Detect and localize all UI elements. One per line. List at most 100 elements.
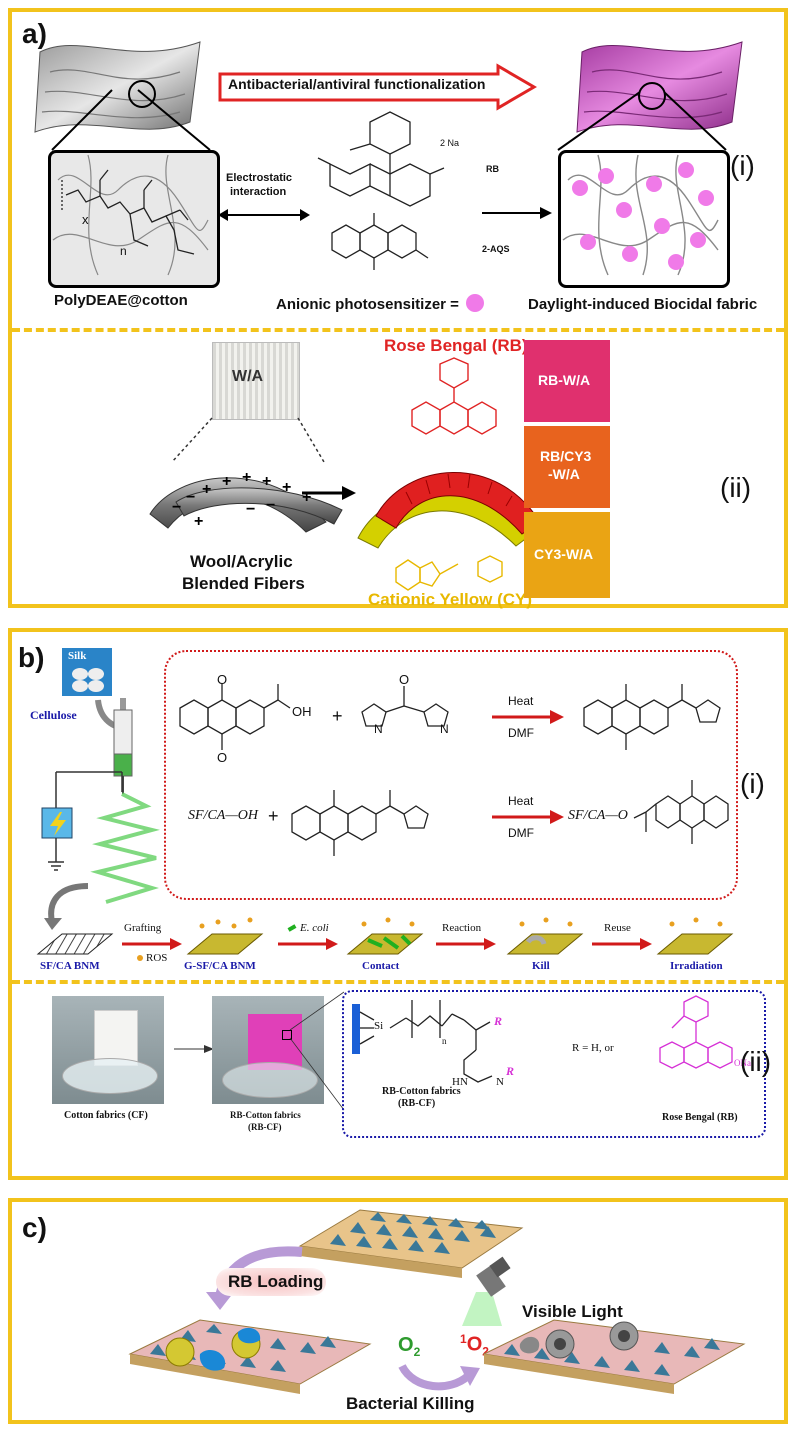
cf-caption: Cotton fabrics (CF) bbox=[64, 1110, 148, 1121]
wa-fabric-swatch bbox=[212, 342, 300, 420]
sfca-oh-label: SF/CA—OH bbox=[188, 808, 258, 823]
stage-contact: Contact bbox=[362, 960, 400, 972]
n-label: n bbox=[120, 244, 127, 258]
reaction-scheme-box bbox=[164, 650, 738, 900]
visible-light-label: Visible Light bbox=[522, 1302, 623, 1321]
biocidal-zoom-box bbox=[558, 150, 730, 288]
dmf-label-2: DMF bbox=[508, 826, 534, 840]
panel-a-label: a) bbox=[22, 18, 47, 49]
biocidal-fabric-caption: Daylight-induced Biocidal fabric bbox=[528, 296, 758, 313]
rbcf-caption-2: (RB-CF) bbox=[248, 1122, 282, 1132]
n-subscript: n bbox=[442, 1036, 447, 1046]
rb-loading-label: RB Loading bbox=[228, 1272, 324, 1291]
rbcf-structure-box bbox=[342, 990, 766, 1138]
x-label: x bbox=[82, 212, 89, 227]
aq-carboxylic-acid bbox=[179, 684, 291, 750]
rbcf-zoom-square bbox=[282, 1030, 292, 1040]
panel-b-label: b) bbox=[18, 642, 45, 673]
swatch-rb-wa bbox=[524, 340, 610, 422]
r-definition: R = H, or bbox=[572, 1042, 614, 1054]
stage-g-sfca-bnm: G-SF/CA BNM bbox=[184, 960, 256, 972]
panel-c: c) RB Loading Visible Light bbox=[8, 1198, 788, 1424]
pink-dot-legend bbox=[466, 294, 484, 312]
panel-b-divider bbox=[12, 980, 784, 984]
swatch-rbcy3-wa-label: RB/CY3 bbox=[540, 448, 592, 464]
fiber-caption-2: Blended Fibers bbox=[182, 574, 305, 593]
rbcf-caption-1: RB-Cotton fabrics bbox=[230, 1110, 301, 1120]
heat-arrow-2 bbox=[492, 810, 564, 824]
n-cdi-2: N bbox=[440, 722, 449, 736]
panel-c-label: c) bbox=[22, 1212, 47, 1243]
rose-bengal-title: Rose Bengal (RB) bbox=[384, 336, 528, 355]
singlet-superscript: 1 bbox=[460, 1332, 467, 1346]
svg-text:−: − bbox=[246, 501, 255, 518]
rb-structure bbox=[317, 111, 445, 207]
heat-label-2: Heat bbox=[508, 794, 534, 808]
stage-kill: Kill bbox=[532, 960, 550, 972]
silk-label: Silk bbox=[68, 650, 87, 662]
heat-arrow-1 bbox=[492, 710, 564, 724]
electrostatic-double-arrow bbox=[218, 209, 310, 221]
svg-text:−: − bbox=[266, 497, 275, 514]
rb-name: Rose Bengal (RB) bbox=[662, 1112, 738, 1123]
stage-sfca-bnm: SF/CA BNM bbox=[40, 960, 100, 972]
polymer-zoom-box bbox=[48, 150, 220, 288]
singlet-oxygen-label: 1O2 bbox=[460, 1332, 489, 1359]
hn-label: HN bbox=[452, 1076, 468, 1088]
svg-text:+: + bbox=[222, 473, 231, 490]
functionalization-arrow-text: Antibacterial/antiviral functionalizatio… bbox=[228, 76, 486, 92]
zoom-lines-left bbox=[51, 89, 211, 151]
reaction-arrow bbox=[482, 207, 552, 219]
pink-fabric-image bbox=[576, 41, 743, 133]
rb-structure-red bbox=[411, 357, 497, 435]
power-supply-icon bbox=[41, 771, 123, 871]
r-label-1: R bbox=[494, 1014, 503, 1028]
oh-label: OH bbox=[292, 704, 312, 719]
sodium-label: 2 Na bbox=[440, 138, 460, 148]
rb-label: RB bbox=[486, 164, 499, 174]
panel-b-ii-label: (ii) bbox=[740, 1046, 772, 1077]
bottom-left-substrate bbox=[128, 1319, 372, 1394]
n-cdi-1: N bbox=[374, 722, 383, 736]
o-cdi: O bbox=[399, 672, 410, 687]
cellulose-label: Cellulose bbox=[30, 708, 77, 722]
zoom-lines-right bbox=[557, 91, 727, 151]
jet-to-mat-arrow bbox=[44, 883, 89, 930]
rbcf-struct-caption-1: RB-Cotton fabrics bbox=[382, 1086, 461, 1097]
si-label: Si bbox=[374, 1020, 384, 1032]
fiber-caption-1: Wool/Acrylic bbox=[190, 552, 293, 571]
anionic-photosensitizer-caption: Anionic photosensitizer = bbox=[276, 296, 459, 313]
r-label-2: R bbox=[506, 1064, 515, 1078]
dyeing-arrow bbox=[302, 486, 356, 500]
cf-to-rbcf-arrow bbox=[174, 1045, 214, 1053]
polydeae-caption: PolyDEAE@cotton bbox=[54, 292, 188, 309]
svg-text:+: + bbox=[242, 469, 251, 486]
cy-structure bbox=[395, 555, 503, 591]
swatch-cy3-wa bbox=[524, 512, 610, 598]
ecoli-label: E. coli bbox=[300, 922, 329, 934]
aqs-label: 2-AQS bbox=[482, 244, 510, 254]
svg-text:+: + bbox=[194, 513, 203, 530]
swatch-cy3-wa-label: CY3-W/A bbox=[534, 546, 594, 562]
swatch-rbcy3-wa-label2: -W/A bbox=[548, 466, 580, 482]
wa-zoom-dots bbox=[171, 417, 325, 463]
o-bottom-1: O bbox=[217, 750, 228, 765]
o2-subscript: 2 bbox=[413, 1345, 421, 1359]
panel-a-i-label: (i) bbox=[730, 150, 755, 181]
wa-label: W/A bbox=[232, 368, 264, 385]
rb-structure-magenta bbox=[659, 995, 733, 1069]
svg-text:+: + bbox=[262, 473, 271, 490]
cdi-reagent bbox=[361, 686, 449, 727]
reuse-label: Reuse bbox=[604, 922, 631, 934]
o-top-1: O bbox=[217, 672, 228, 687]
rbcf-dish bbox=[222, 1062, 318, 1098]
syringe bbox=[113, 698, 133, 794]
cationic-yellow-title: Cationic Yellow (CY) bbox=[368, 590, 533, 609]
aq-imidazolide bbox=[583, 684, 721, 750]
svg-text:+: + bbox=[282, 479, 291, 496]
functionalization-arrow bbox=[218, 63, 537, 111]
electrostatic-label: Electrostatic bbox=[226, 172, 293, 184]
panel-b-i-label: (i) bbox=[740, 768, 765, 799]
singlet-subscript: 2 bbox=[482, 1344, 489, 1359]
zoom-lines-rbcf bbox=[289, 991, 345, 1111]
